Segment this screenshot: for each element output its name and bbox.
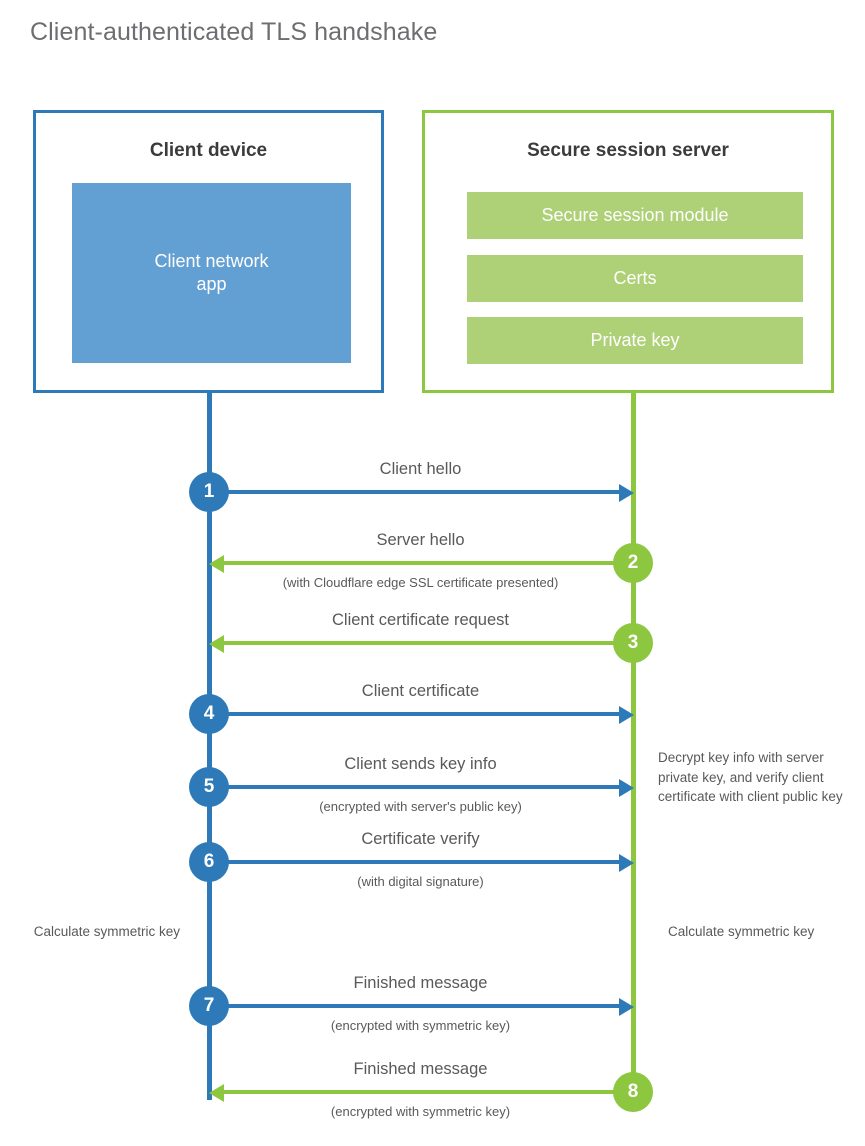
step-arrow-line — [223, 1090, 633, 1094]
server-block-label: Secure session module — [541, 204, 729, 225]
page-title: Client-authenticated TLS handshake — [30, 18, 438, 46]
step-arrow-head — [619, 779, 634, 797]
step-arrow-line — [209, 860, 619, 864]
step-arrow-head — [619, 998, 634, 1016]
step-label: Client certificate request — [332, 611, 509, 629]
note-server-decrypt: Decrypt key info with server private key… — [658, 750, 843, 805]
step-label: Server hello — [376, 531, 465, 549]
step-number-badge-7: 7 — [189, 986, 229, 1026]
client-app-label-line1: Client network — [154, 250, 269, 271]
step-sublabel: (encrypted with symmetric key) — [330, 1104, 511, 1119]
secure-session-server-box: Secure session server Secure session mod… — [422, 110, 834, 393]
step-arrow-head — [619, 706, 634, 724]
step-arrow-head — [619, 854, 634, 872]
step-arrow-head — [209, 555, 224, 573]
client-app-label-line2: app — [196, 274, 227, 294]
step-arrow-head — [209, 635, 224, 653]
client-network-app-label: Client network app — [154, 250, 268, 297]
step-sublabel: (encrypted with server's public key) — [319, 799, 522, 814]
server-block-label: Certs — [613, 267, 657, 288]
step-label: Client sends key info — [344, 755, 497, 773]
server-block-private-key: Private key — [467, 317, 803, 364]
step-arrow-line — [223, 641, 633, 645]
step-arrow-line — [209, 785, 619, 789]
client-network-app-block: Client network app — [72, 183, 351, 363]
step-label: Finished message — [353, 974, 488, 992]
step-arrow-head — [209, 1084, 224, 1102]
step-label: Certificate verify — [361, 830, 480, 848]
secure-session-server-title: Secure session server — [527, 140, 729, 161]
step-number-badge-8: 8 — [613, 1072, 653, 1112]
step-number-badge-4: 4 — [189, 694, 229, 734]
step-arrow-line — [209, 490, 619, 494]
client-device-box: Client device Client network app — [33, 110, 384, 393]
step-number-badge-3: 3 — [613, 623, 653, 663]
server-block-label: Private key — [590, 329, 680, 350]
note-client-calculate-symmetric-key: Calculate symmetric key — [33, 924, 180, 939]
client-device-title: Client device — [149, 140, 268, 161]
client-lifeline — [207, 393, 212, 1100]
step-arrow-line — [209, 1004, 619, 1008]
step-label: Client hello — [379, 460, 462, 478]
step-number-badge-2: 2 — [613, 543, 653, 583]
step-arrow-line — [223, 561, 633, 565]
note-server-calculate-symmetric-key: Calculate symmetric key — [668, 924, 815, 939]
step-sublabel: (encrypted with symmetric key) — [330, 1018, 511, 1033]
server-lifeline — [631, 393, 636, 1093]
step-arrow-head — [619, 484, 634, 502]
server-block-secure-session-module: Secure session module — [467, 192, 803, 239]
server-block-certs: Certs — [467, 255, 803, 302]
step-sublabel: (with digital signature) — [357, 874, 484, 889]
step-arrow-line — [209, 712, 619, 716]
step-label: Client certificate — [361, 682, 480, 700]
step-number-badge-1: 1 — [189, 472, 229, 512]
step-sublabel: (with Cloudflare edge SSL certificate pr… — [282, 575, 559, 590]
step-label: Finished message — [353, 1060, 488, 1078]
step-number-badge-5: 5 — [189, 767, 229, 807]
step-number-badge-6: 6 — [189, 842, 229, 882]
